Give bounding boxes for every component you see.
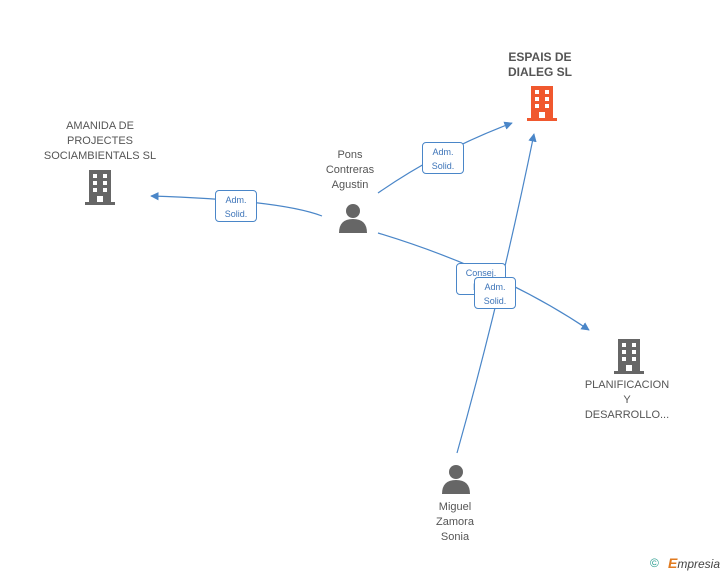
edge-pons-amanida xyxy=(150,192,323,217)
edge-role-badge[interactable]: Adm. Solid. xyxy=(422,142,464,174)
company-label-amanida: AMANIDA DE PROJECTES SOCIAMBIENTALS SL xyxy=(43,120,157,162)
company-label-planificacion: PLANIFICACION Y DESARROLLO... xyxy=(584,379,670,421)
brand-initial: E xyxy=(668,555,678,571)
person-icon[interactable] xyxy=(337,202,369,234)
building-icon[interactable] xyxy=(614,339,646,375)
person-label-pons: Pons Contreras Agustin xyxy=(325,149,375,191)
brand-rest: mpresia xyxy=(677,557,721,571)
building-icon[interactable] xyxy=(85,170,117,206)
edge-role-badge[interactable]: Adm. Solid. xyxy=(474,277,516,309)
person-label-miguel: Miguel Zamora Sonia xyxy=(436,501,474,543)
person-icon[interactable] xyxy=(440,463,472,495)
empresia-logo[interactable]: Empresia xyxy=(668,555,720,571)
building-icon[interactable] xyxy=(527,86,559,122)
company-label-espais: ESPAIS DE DIALEG SL xyxy=(507,50,572,79)
edge-role-badge[interactable]: Adm. Solid. xyxy=(215,190,257,222)
copyright-symbol: © xyxy=(650,556,659,570)
